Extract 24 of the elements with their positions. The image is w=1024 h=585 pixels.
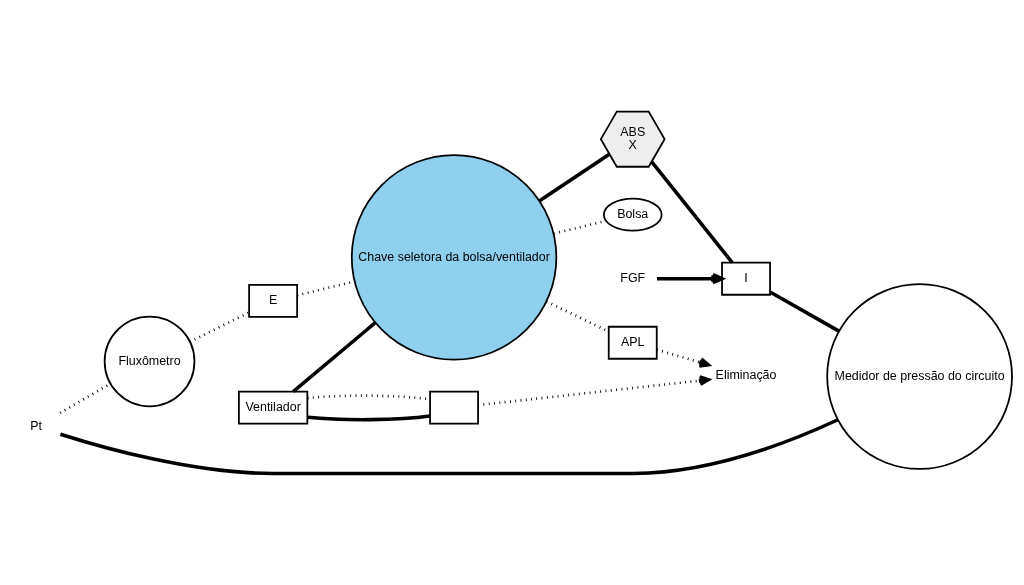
node-text: FGF [620,271,646,286]
node-box: APL [607,325,658,360]
node-circle: Chave seletora da bolsa/ventilador [350,154,558,361]
connector [538,152,611,203]
node-text: Pt [30,418,43,433]
connector [307,414,431,422]
arrow [657,272,724,285]
node-circle: Medidor de pressão do circuito [826,283,1013,470]
connector [59,418,839,476]
node-box [429,390,479,425]
node-text: Eliminação [715,367,777,382]
connector [292,321,377,393]
connector [59,382,111,415]
connector [650,160,734,264]
node-circle: Fluxômetro [103,315,196,408]
connector [769,290,840,333]
arrow [656,348,711,368]
node-box: E [248,284,298,318]
node-ellipse: Bolsa [602,197,663,232]
node-box: Ventilador [238,390,309,425]
node-box: I [721,261,771,296]
arrow [478,375,711,407]
connector [553,219,607,235]
connector [189,311,250,343]
